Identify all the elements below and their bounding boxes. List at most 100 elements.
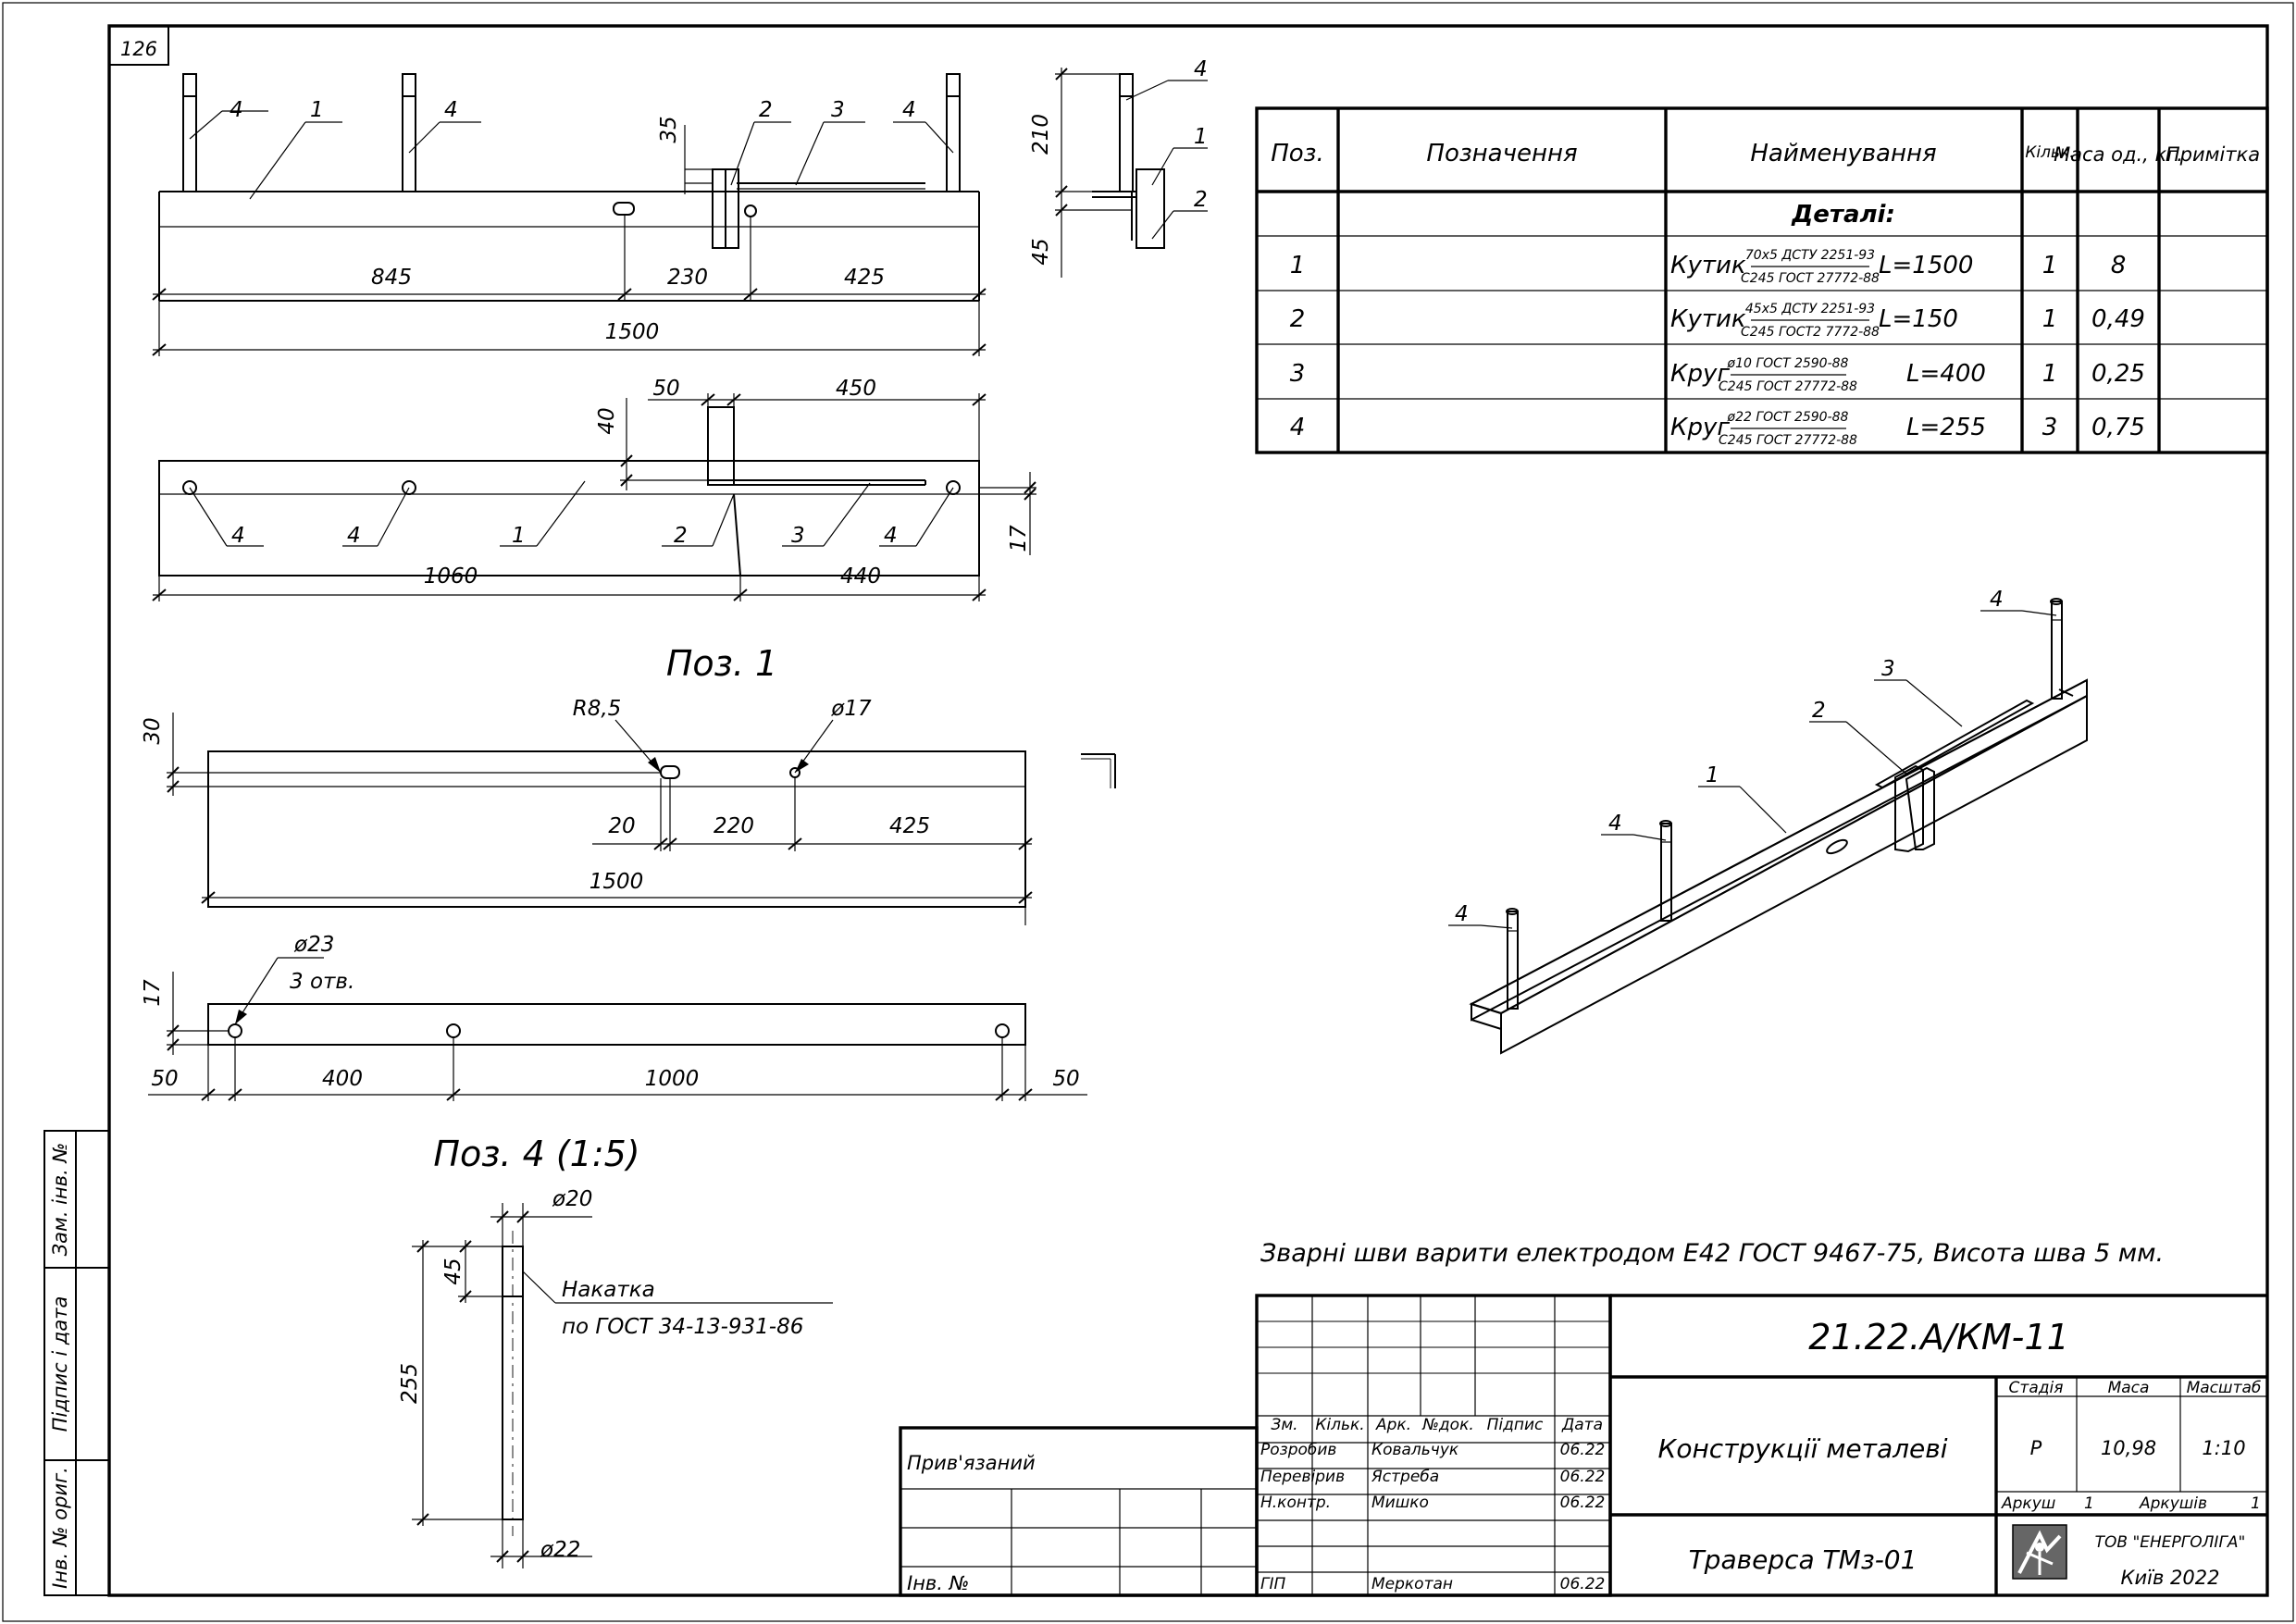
iso-leader-4c: 4: [1455, 902, 1469, 926]
side-dim-45: 45: [1029, 238, 1053, 265]
row2-mass: 0,49: [2091, 305, 2145, 333]
plan-dim-40: 40: [595, 407, 619, 434]
tb-stage: Р: [2030, 1437, 2042, 1459]
holes-dim-400: 400: [322, 1067, 363, 1091]
tb-col-signature: Підпис: [1487, 1416, 1544, 1434]
plan-leader-1: 1: [512, 524, 526, 548]
tb-name-gip: Меркотан: [1371, 1575, 1453, 1593]
row1-spec-top: 70x5 ДСТУ 2251-93: [1745, 248, 1875, 263]
row3-spec-bottom: С245 ГОСТ 27772-88: [1719, 379, 1857, 394]
stamp-orig-inv: Інв. № ориг.: [49, 1467, 71, 1589]
row4-mass: 0,75: [2091, 414, 2145, 441]
iso-leader-3: 3: [1881, 657, 1895, 681]
pos4-dim-45: 45: [441, 1258, 465, 1284]
stud-front-2: [402, 73, 416, 192]
section-details: Деталі:: [1791, 201, 1895, 229]
holes-dim-50a: 50: [151, 1067, 178, 1091]
plan-leader-4a: 4: [231, 524, 245, 548]
row1-qty: 1: [2042, 252, 2058, 279]
row1-pos: 1: [1290, 252, 1306, 279]
tb-col-doc: №док.: [1421, 1416, 1474, 1434]
tb-date-checker: 06.22: [1560, 1468, 1606, 1486]
stamp-signature-date: Підпис і дата: [49, 1296, 71, 1432]
front-dim-35: 35: [657, 116, 681, 143]
pos1-dim-30: 30: [141, 717, 165, 744]
tb-sheet-label: Аркуш: [2001, 1494, 2055, 1513]
tb-stage-label: Стадія: [2009, 1379, 2064, 1397]
tb-name-normcontrol: Мишко: [1371, 1494, 1429, 1512]
tb-role-checker: Перевірив: [1260, 1468, 1345, 1486]
tb-col-sheet: Арк.: [1375, 1416, 1411, 1434]
row1-mass: 8: [2111, 252, 2127, 279]
holes-dim-1000: 1000: [645, 1067, 700, 1091]
th-mass: Маса од., кг.: [2054, 143, 2183, 166]
iso-leader-2: 2: [1812, 699, 1826, 723]
row2-name: Кутик: [1670, 305, 1746, 333]
tb-sheet: 1: [2084, 1494, 2094, 1513]
pos4-detail: Поз. 4 (1:5) ø20 45 255 ø22 Накатка по Г…: [398, 1134, 833, 1568]
tb-linked-label: Прив'язаний: [907, 1452, 1036, 1474]
tb-col-qty: Кільк.: [1315, 1416, 1364, 1434]
front-dim-845: 845: [371, 266, 412, 290]
row2-spec-bottom: С245 ГОСТ2 7772-88: [1741, 325, 1880, 340]
row4-name: Круг: [1670, 414, 1730, 441]
row4-pos: 4: [1290, 414, 1306, 441]
tb-date-developer: 06.22: [1560, 1441, 1606, 1459]
th-pos: Поз.: [1271, 140, 1324, 167]
iso-leader-4a: 4: [1990, 588, 2004, 612]
holes-dim-17: 17: [141, 979, 165, 1007]
plan-dim-50: 50: [652, 377, 679, 401]
front-leader-4b: 4: [444, 98, 458, 122]
tb-role-gip: ГІП: [1260, 1575, 1285, 1593]
front-view: 4 1 4 2 3 4 35 845 230 425 1500: [152, 73, 987, 356]
tb-mass: 10,98: [2101, 1437, 2156, 1459]
front-leader-3: 3: [831, 98, 845, 122]
stud-front-3: [946, 73, 961, 192]
plan-dim-440: 440: [840, 564, 881, 589]
isometric-view: 4 3 2 1 4 4: [1448, 588, 2088, 1055]
pos1-dim-220: 220: [714, 814, 754, 838]
pos4-dim-d22: ø22: [540, 1538, 580, 1562]
pos1-dim-1500: 1500: [590, 870, 644, 894]
row2-pos: 2: [1290, 305, 1306, 333]
side-leader-1: 1: [1194, 125, 1208, 149]
pos4-title: Поз. 4 (1:5): [433, 1134, 639, 1174]
tb-col-change: Зм.: [1271, 1416, 1297, 1434]
row3-pos: 3: [1290, 360, 1306, 388]
front-leader-2: 2: [759, 98, 773, 122]
tb-company: ТОВ "ЕНЕРГОЛІГА": [2095, 1533, 2246, 1552]
sheet-number: 126: [120, 38, 157, 60]
pos1-detail: Поз. 1 30 R8,5 ø17 20 220 425: [141, 643, 1116, 925]
front-dim-425: 425: [844, 266, 885, 290]
iso-stud-2: [1659, 820, 1672, 922]
front-leader-4a: 4: [230, 98, 243, 122]
tb-col-date: Дата: [1561, 1416, 1603, 1434]
iso-leader-4b: 4: [1608, 812, 1622, 836]
front-leader-1: 1: [310, 98, 324, 122]
row2-qty: 1: [2042, 305, 2058, 333]
row2-length: L=150: [1879, 305, 1958, 333]
th-name: Найменування: [1750, 140, 1936, 167]
iso-stud-3: [2050, 598, 2063, 700]
title-block: Зм. Кільк. Арк. №док. Підпис Дата Розроб…: [899, 1294, 2267, 1597]
tb-mass-label: Маса: [2108, 1379, 2150, 1397]
row4-spec-top: ø22 ГОСТ 2590-88: [1727, 410, 1849, 425]
plan-leader-3: 3: [791, 524, 805, 548]
tb-date-gip: 06.22: [1560, 1575, 1606, 1593]
pos4-dim-d20: ø20: [552, 1187, 592, 1211]
tb-scale-label: Масштаб: [2187, 1379, 2262, 1397]
pos4-note-gost: по ГОСТ 34-13-931-86: [562, 1315, 803, 1339]
row4-spec-bottom: С245 ГОСТ 27772-88: [1719, 433, 1857, 448]
th-designation: Позначення: [1426, 140, 1577, 167]
side-leader-2: 2: [1194, 188, 1208, 212]
holes-callout-d23: ø23: [293, 933, 334, 957]
plan-view: 50 450 40 17 4 4 1 2 3 4: [152, 377, 1036, 601]
tb-section-title: Конструкції металеві: [1657, 1433, 1947, 1464]
plan-dim-1060: 1060: [424, 564, 478, 589]
plan-leader-2: 2: [674, 524, 688, 548]
tb-code: 21.22.А/КМ-11: [1808, 1317, 2069, 1357]
side-leader-4: 4: [1194, 57, 1208, 81]
iso-stud-1: [1506, 908, 1519, 1010]
row4-qty: 3: [2042, 414, 2058, 441]
row3-mass: 0,25: [2091, 360, 2145, 388]
